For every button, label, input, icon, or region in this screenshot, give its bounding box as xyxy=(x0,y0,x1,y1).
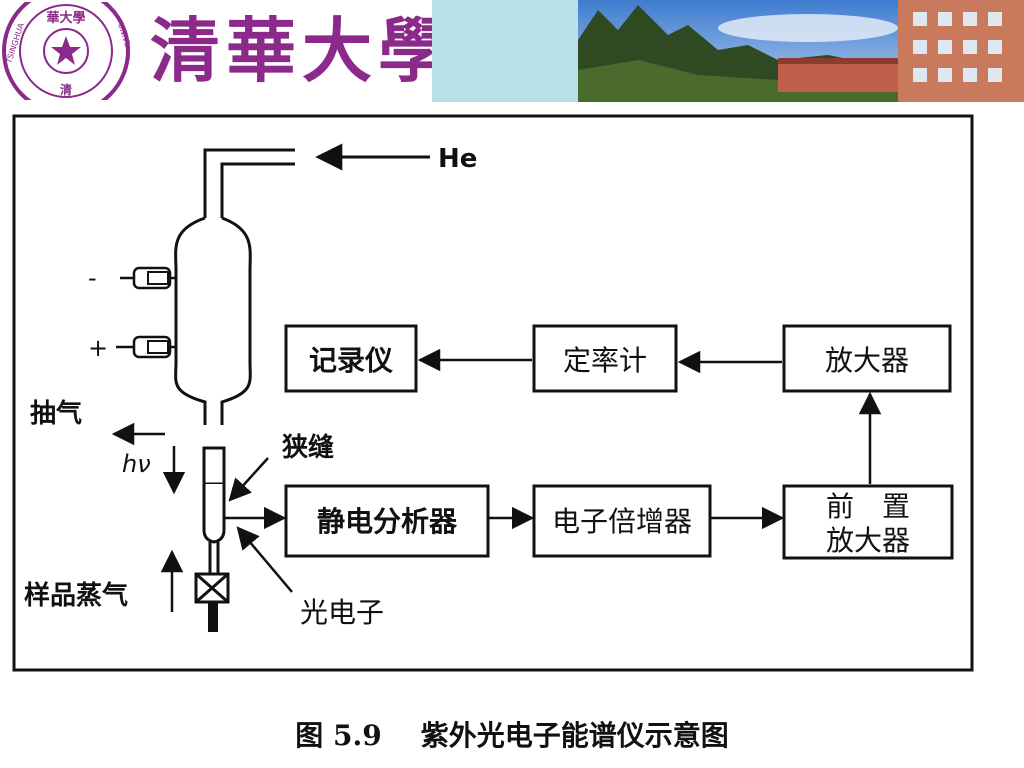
university-seal-icon: 華大學 清 TSINGHUA UNIVERSITY xyxy=(2,2,130,100)
preamp-box: 前 置 放大器 xyxy=(782,484,954,560)
recorder-box: 记录仪 xyxy=(284,324,418,393)
university-logo-text: 清華大學 xyxy=(150,9,454,92)
preamp-label-line1: 前 置 xyxy=(826,490,910,523)
diagram-frame xyxy=(12,114,974,672)
ratemeter-box: 定率计 xyxy=(532,324,678,393)
photoelectron-label: 光电子 xyxy=(300,596,384,629)
amplifier-label: 放大器 xyxy=(825,344,909,377)
figure-caption: 图 5.9 紫外光电子能谱仪示意图 xyxy=(0,714,1024,754)
positive-electrode xyxy=(116,335,176,359)
hv-label: hν xyxy=(122,450,151,478)
slit-pointer xyxy=(228,457,269,502)
minus-label: - xyxy=(88,264,97,292)
header-banner: 華大學 清 TSINGHUA UNIVERSITY 清華大學 xyxy=(0,0,1024,102)
seal-bottom-text: 清 xyxy=(60,82,72,97)
sample-valve-icon xyxy=(194,572,230,604)
helium-inlet: He xyxy=(203,143,477,218)
plus-label: + xyxy=(88,334,108,362)
seal-top-text: 華大學 xyxy=(46,10,85,26)
multiplier-box: 电子倍增器 xyxy=(532,484,712,558)
banner-color-block xyxy=(432,0,578,102)
amplifier-box: 放大器 xyxy=(782,324,952,393)
ratemeter-label: 定率计 xyxy=(563,344,647,377)
helium-label: He xyxy=(438,144,477,174)
figure-number: 图 5.9 xyxy=(295,719,382,752)
multiplier-label: 电子倍增器 xyxy=(552,505,692,538)
ups-spectrometer-diagram: He - + 抽气 hν 狭缝 样 xyxy=(12,114,974,672)
discharge-lamp: - + xyxy=(88,216,252,425)
figure-title: 紫外光电子能谱仪示意图 xyxy=(420,719,729,752)
photoelectron-pointer xyxy=(236,526,293,593)
analyzer-box: 静电分析器 xyxy=(284,484,490,558)
ionization-chamber xyxy=(194,446,230,632)
negative-electrode xyxy=(120,266,176,290)
sample-vapor-label: 样品蒸气 xyxy=(24,580,128,611)
preamp-label-line2: 放大器 xyxy=(826,524,910,557)
slit-label: 狭缝 xyxy=(281,432,334,463)
analyzer-label: 静电分析器 xyxy=(317,505,458,538)
recorder-label: 记录仪 xyxy=(309,344,394,377)
campus-photo xyxy=(578,0,1024,102)
pump-label: 抽气 xyxy=(30,398,82,429)
